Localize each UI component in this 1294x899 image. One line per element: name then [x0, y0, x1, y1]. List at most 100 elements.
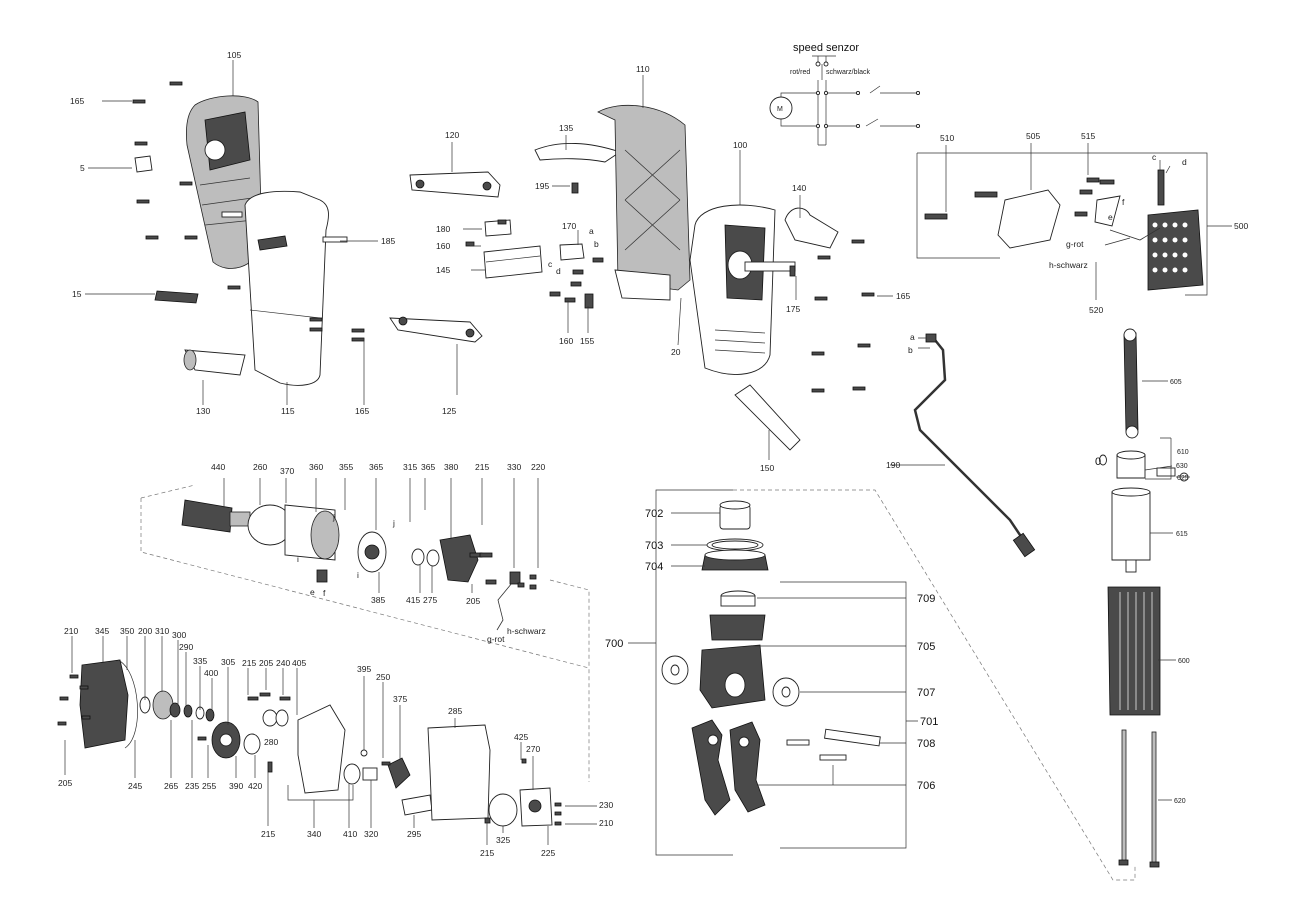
part-label-410: 410 [343, 829, 357, 839]
part-label-115: 115 [281, 406, 295, 416]
housing-left-group: 105 165 5 15 185 130 115 165 [70, 50, 395, 416]
part-label-290: 290 [179, 642, 193, 652]
part-label-355: 355 [339, 462, 353, 472]
part-label-505: 505 [1026, 131, 1040, 141]
part-label-105: 105 [227, 50, 241, 60]
part-label-701: 701 [920, 716, 938, 728]
part-label-420: 420 [248, 781, 262, 791]
bracket-120 [409, 171, 501, 198]
part-label-145: 145 [436, 265, 450, 275]
part-label-205: 205 [259, 658, 273, 668]
part-label-135: 135 [559, 123, 573, 133]
part-label-205: 205 [466, 596, 480, 606]
part-label-0: 0 [1095, 456, 1101, 468]
jaw-706a [691, 719, 731, 816]
part-label-605: 605 [1170, 379, 1182, 386]
wire-label-h-schwarz: h-schwarz [1049, 260, 1088, 270]
part-label-200: 200 [138, 626, 152, 636]
callout-c: c [548, 259, 553, 269]
callout-b: b [594, 239, 599, 249]
callout-c: c [1152, 152, 1157, 162]
part-label-215: 215 [475, 462, 489, 472]
part-label-175: 175 [786, 304, 800, 314]
gear-housing-285 [427, 724, 491, 821]
part-label-325: 325 [496, 835, 510, 845]
motor-symbol: M [777, 106, 783, 113]
dashed-boundary-motor [140, 484, 590, 782]
wire-label-g-rot: g-rot [487, 634, 505, 644]
plate-505 [997, 189, 1061, 249]
part-label-305: 305 [221, 657, 235, 667]
part-label-245: 245 [128, 781, 142, 791]
link-605 [1123, 332, 1139, 433]
part-label-250: 250 [376, 672, 390, 682]
part-label-20: 20 [671, 347, 681, 357]
callout-i: i [297, 554, 299, 564]
part-label-400: 400 [204, 668, 218, 678]
part-label-702: 702 [645, 508, 663, 520]
part-label-100: 100 [733, 140, 747, 150]
wire-black-label: schwarz/black [826, 69, 870, 76]
part-label-703: 703 [645, 540, 663, 552]
chuck-assembly-700: 702 703 704 709 700 705 707 701 708 706 [605, 489, 938, 856]
housing-shell-front [244, 190, 329, 386]
sleeve-600 [1107, 586, 1161, 716]
part-label-510: 510 [940, 133, 954, 143]
part-label-240: 240 [276, 658, 290, 668]
part-label-600: 600 [1178, 658, 1190, 665]
part-label-215: 215 [480, 848, 494, 858]
housing-110 [597, 104, 691, 291]
part-label-125: 125 [442, 406, 456, 416]
part-label-260: 260 [253, 462, 267, 472]
part-label-345: 345 [95, 626, 109, 636]
name-plate [154, 290, 199, 304]
gear-housing-340 [297, 704, 346, 794]
part-label-625: 625 [1177, 475, 1189, 482]
part-label-195: 195 [535, 181, 549, 191]
part-label-165: 165 [355, 406, 369, 416]
callout-f: f [323, 588, 326, 598]
part-label-5: 5 [80, 163, 85, 173]
part-label-365: 365 [369, 462, 383, 472]
part-label-210: 210 [64, 626, 78, 636]
part-label-190: 190 [886, 460, 900, 470]
part-label-515: 515 [1081, 131, 1095, 141]
part-label-185: 185 [381, 236, 395, 246]
part-label-160: 160 [436, 241, 450, 251]
part-label-110: 110 [636, 64, 650, 74]
part-label-285: 285 [448, 706, 462, 716]
dashed-boundary-right [733, 489, 1136, 881]
callout-d: d [556, 266, 561, 276]
part-label-709: 709 [917, 593, 935, 605]
part-label-360: 360 [309, 462, 323, 472]
armature-440 [181, 499, 233, 533]
part-label-375: 375 [393, 694, 407, 704]
callout-e: e [1108, 212, 1113, 222]
cylinder-615 [1111, 491, 1151, 561]
bracket-125 [389, 317, 483, 343]
part-label-385: 385 [371, 595, 385, 605]
part-705 [709, 614, 766, 641]
part-label-150: 150 [760, 463, 774, 473]
part-label-390: 390 [229, 781, 243, 791]
part-label-350: 350 [120, 626, 134, 636]
gear-cover-345 [79, 659, 129, 749]
part-label-365: 365 [421, 462, 435, 472]
motor-group: 440 260 370 360 355 365 315 365 380 215 … [181, 462, 546, 644]
callout-j: j [392, 518, 395, 528]
callout-j: j [332, 512, 335, 522]
electronics-500-group: 510 505 515 c d e f g-rot h-schwarz 520 … [916, 131, 1248, 315]
part-label-220: 220 [531, 462, 545, 472]
part-label-370: 370 [280, 466, 294, 476]
part-label-165: 165 [896, 291, 910, 301]
part-label-615: 615 [1176, 531, 1188, 538]
part-label-706: 706 [917, 780, 935, 792]
part-label-705: 705 [917, 641, 935, 653]
callout-i: i [357, 570, 359, 580]
part-label-280: 280 [264, 737, 278, 747]
part-label-295: 295 [407, 829, 421, 839]
callout-b: b [908, 345, 913, 355]
part-label-707: 707 [917, 687, 935, 699]
part-label-140: 140 [792, 183, 806, 193]
callout-e: e [310, 587, 315, 597]
